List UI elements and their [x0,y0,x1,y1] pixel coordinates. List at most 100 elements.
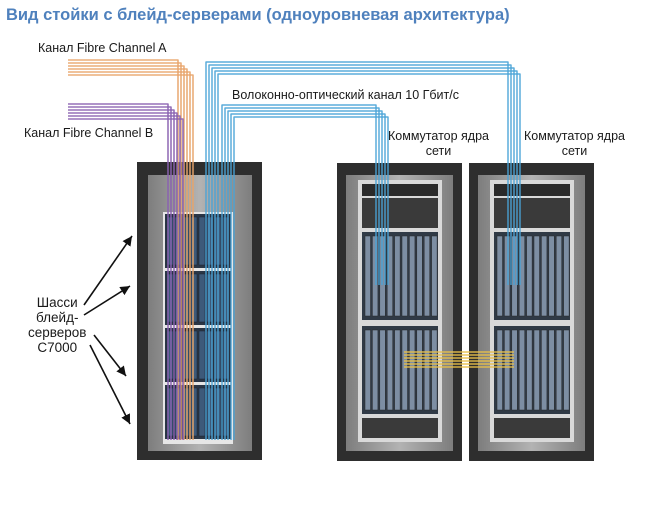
fiber-optic-cable [214,70,518,440]
switch-line-card [504,329,511,411]
chassis-pointer-arrow [83,235,133,306]
switch-line-card [526,235,533,317]
blade-slot [222,387,230,437]
fibre-channel-b-cable [68,115,181,440]
blade-slot [190,216,198,266]
switch-line-card [563,329,570,411]
switch-line-card [364,329,371,411]
switch-line-card [548,329,555,411]
switch-line-card [533,235,540,317]
switch-power-supply [494,418,570,438]
fibre-channel-a-cable [68,62,182,440]
switch-line-card [431,329,438,411]
switch-power-supply [362,418,438,438]
chassis-pointer-arrow [93,334,127,377]
switch-line-card [541,235,548,317]
switch-line-card [533,329,540,411]
fiber-optic-cable [217,73,521,440]
switch-line-card [401,235,408,317]
switch-line-card [416,329,423,411]
switch-interconnect-cables [404,351,514,368]
blade-slot [206,216,214,266]
fibre-channel-a-cable [68,68,188,440]
core-switch-rack-2 [469,163,594,461]
fibre-channel-b-label: Канал Fibre Channel B [24,126,154,140]
switch-line-card [555,235,562,317]
fibre-channel-b-cable [68,109,175,440]
blade-slot [190,387,198,437]
fiber-optic-cable [205,61,509,440]
blade-slot [198,387,206,437]
chassis-pointer-arrow [89,344,131,425]
switch-top-unit [494,184,570,196]
core-switch-2-label: Коммутатор ядра сети [524,129,625,159]
switch-line-card [548,235,555,317]
switch-line-card [423,329,430,411]
switch-fan-tray [494,198,570,228]
switch-line-card [364,235,371,317]
blade-slot [166,273,174,323]
blade-slot [206,330,214,380]
blade-slot [206,273,214,323]
fibre-channel-a-label: Канал Fibre Channel A [38,41,167,55]
core-switch-2-label-line2: сети [561,144,588,158]
fibre-channel-b-cable [68,106,172,440]
core-switch-1-label-line1: Коммутатор ядра [388,129,490,143]
diagram-title: Вид стойки с блейд-серверами (одноуровне… [6,6,510,24]
blade-slot [190,273,198,323]
fibre-channel-a-cable [68,74,194,440]
fibre-channel-b-cables [68,103,184,440]
fiber-optic-cable [230,113,386,440]
switch-line-card [504,235,511,317]
fibre-channel-b-cable [68,118,184,440]
blade-slot [222,273,230,323]
blade-slot [222,216,230,266]
blade-slot [198,330,206,380]
switch-line-card [372,235,379,317]
fiber-optic-link-label: Волоконно-оптический канал 10 Гбит/с [232,88,459,102]
blade-slot [222,330,230,380]
blade-chassis-label-line4: C7000 [37,340,78,355]
blade-chassis-label-line1: Шасси [36,295,78,310]
blade-slot [190,330,198,380]
switch-line-card [394,329,401,411]
fibre-channel-a-cable [68,71,191,440]
switch-line-card [518,329,525,411]
switch-line-card [541,329,548,411]
core-switch-rack-1 [337,163,462,461]
fiber-optic-cable [221,104,377,440]
switch-line-card [379,329,386,411]
switch-line-card [416,235,423,317]
switch-line-card [409,235,416,317]
switch-line-card [386,235,393,317]
switch-line-card [423,235,430,317]
blade-slot [198,273,206,323]
fiber-optic-cable [224,107,380,440]
fiber-optic-cable [227,110,383,440]
blade-rack [137,162,262,460]
blade-chassis-label-line3: серверов [28,325,87,340]
fiber-optic-cables [205,61,521,440]
switch-1-units [362,184,438,438]
switch-line-card [394,235,401,317]
chassis-pointer-arrow [83,285,131,316]
switch-line-card [563,235,570,317]
blade-slot [166,216,174,266]
blade-slot [166,387,174,437]
switch-line-card [496,329,503,411]
switch-line-card [401,329,408,411]
blade-chassis-label: Шасси блейд- серверов C7000 [28,295,86,355]
switch-2-units [494,184,570,438]
fibre-channel-a-cables [68,59,194,440]
switch-fan-tray [362,198,438,228]
fibre-channel-a-cable [68,59,179,440]
fiber-optic-cable [208,64,512,440]
switch-line-card [511,329,518,411]
fibre-channel-a-cable [68,65,185,440]
core-switch-2-label-line1: Коммутатор ядра [524,129,626,143]
blade-slot [206,387,214,437]
switch-line-card [386,329,393,411]
fibre-channel-b-cable [68,103,169,440]
